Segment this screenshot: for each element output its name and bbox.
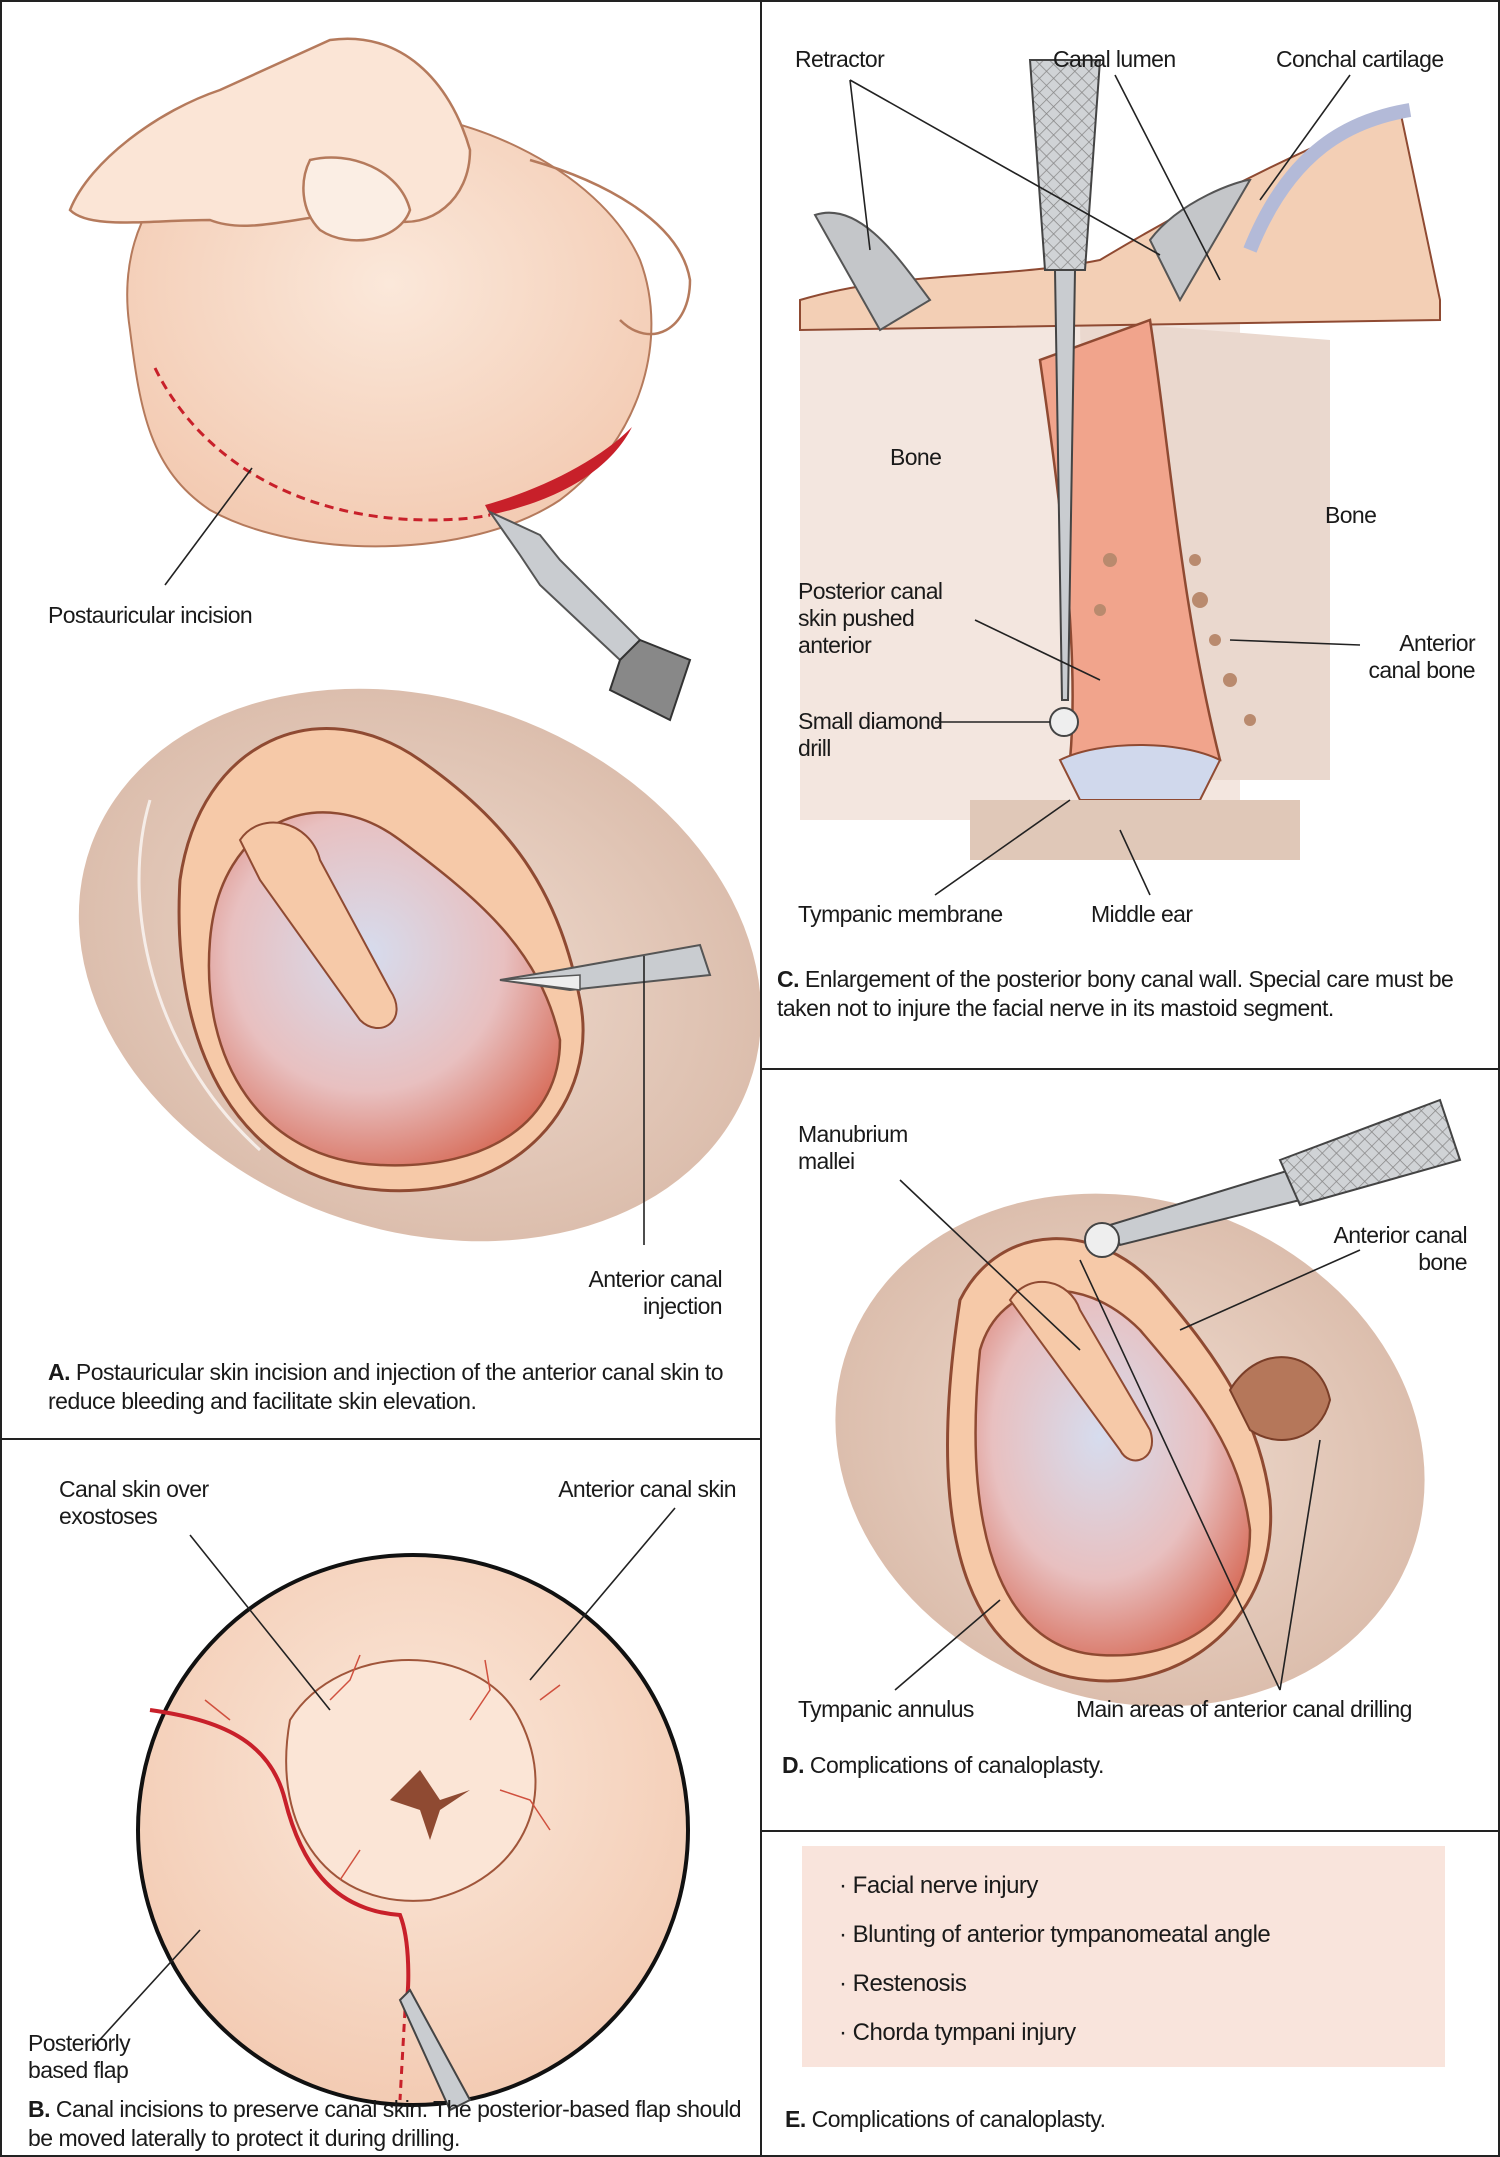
label-line: Anterior — [1399, 630, 1475, 656]
label-middle-ear: Middle ear — [1091, 901, 1193, 927]
complication-item: · Chorda tympani injury — [839, 2019, 1076, 2046]
label-line: Posterior canal — [798, 578, 943, 604]
caption-letter: E. — [785, 2106, 806, 2132]
panel-a — [0, 0, 762, 1440]
label-tympanic-annulus: Tympanic annulus — [798, 1696, 974, 1722]
panel-e — [760, 1830, 1500, 2157]
caption-text: Enlargement of the posterior bony canal … — [777, 966, 1454, 1021]
label-line: bone — [1418, 1249, 1467, 1275]
caption-text: Complications of canaloplasty. — [809, 1752, 1104, 1778]
complication-item: · Blunting of anterior tympanomeatal ang… — [839, 1921, 1271, 1948]
complications-box: · Facial nerve injury · Blunting of ante… — [802, 1846, 1445, 2067]
label-line: based flap — [28, 2057, 129, 2083]
label-line: Manubrium — [798, 1121, 908, 1147]
label-conchal-cartilage: Conchal cartilage — [1276, 46, 1444, 72]
drill-icon — [1028, 59, 1102, 737]
incision-line — [153, 367, 491, 522]
canal-drilling-illustration — [835, 1098, 1462, 1707]
label-line: anterior — [798, 632, 872, 658]
needle-icon — [499, 943, 712, 992]
label-line: drill — [798, 735, 831, 761]
caption-text: Canal incisions to preserve canal skin. … — [28, 2096, 742, 2151]
caption-text: Complications of canaloplasty. — [811, 2106, 1106, 2132]
label-line: Canal skin over — [59, 1476, 209, 1502]
label-line: Anterior canal — [1333, 1222, 1467, 1248]
label-line: Posteriorly — [28, 2030, 131, 2056]
scalpel-icon — [487, 509, 692, 722]
label-postauricular-incision: Postauricular incision — [48, 602, 253, 628]
label-line: Anterior canal — [588, 1266, 722, 1292]
caption-b: B. Canal incisions to preserve canal ski… — [28, 2095, 748, 2153]
caption-c: C. Enlargement of the posterior bony can… — [777, 965, 1477, 1023]
label-bone-left: Bone — [890, 444, 942, 470]
complication-item: · Restenosis — [839, 1970, 967, 1997]
caption-letter: B. — [28, 2096, 51, 2122]
label-line: Small diamond — [798, 708, 943, 734]
drill-icon — [1084, 1098, 1462, 1258]
label-bone-right: Bone — [1325, 502, 1377, 528]
label-retractor: Retractor — [795, 46, 885, 72]
caption-letter: A. — [48, 1359, 71, 1385]
label-line: canal bone — [1368, 657, 1475, 683]
caption-e: E. Complications of canaloplasty. — [785, 2105, 1485, 2134]
label-line: exostoses — [59, 1503, 158, 1529]
label-anterior-canal-skin: Anterior canal skin — [558, 1476, 736, 1502]
caption-letter: C. — [777, 966, 800, 992]
caption-letter: D. — [782, 1752, 805, 1778]
label-line: injection — [643, 1293, 723, 1319]
label-canal-lumen: Canal lumen — [1053, 46, 1176, 72]
caption-d: D. Complications of canaloplasty. — [782, 1751, 1482, 1780]
postauricular-illustration — [68, 37, 692, 722]
label-tympanic-membrane: Tympanic membrane — [798, 901, 1003, 927]
canal-incision-illustration — [94, 1507, 690, 2112]
caption-text: Postauricular skin incision and injectio… — [48, 1359, 724, 1414]
scalpel-icon — [398, 1988, 472, 2112]
label-line: skin pushed — [798, 605, 915, 631]
label-line: mallei — [798, 1148, 855, 1174]
label-main-areas-drilling: Main areas of anterior canal drilling — [1076, 1696, 1412, 1722]
complication-item: · Facial nerve injury — [839, 1872, 1038, 1899]
caption-a: A. Postauricular skin incision and injec… — [48, 1358, 748, 1416]
canal-cross-section-illustration — [799, 59, 1441, 896]
canal-injection-illustration — [78, 688, 762, 1245]
